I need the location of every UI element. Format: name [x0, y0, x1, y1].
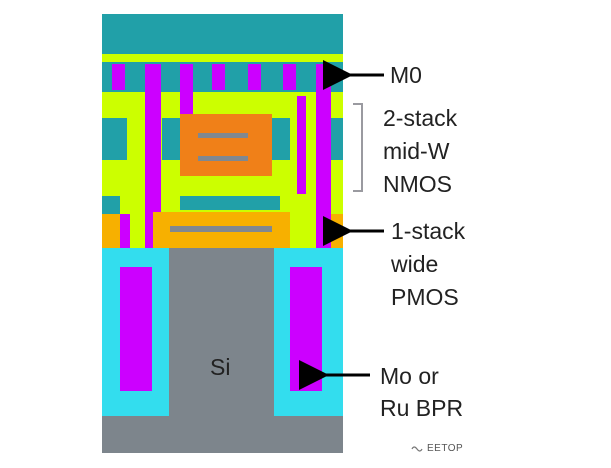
- nmos-bracket: [353, 103, 363, 192]
- m0-finger-5: [283, 64, 296, 90]
- nmos-label-line-1: 2-stack: [383, 105, 458, 131]
- pmos-label-line-3: PMOS: [391, 284, 459, 310]
- bpr-label-line-2: Ru BPR: [380, 395, 464, 421]
- nmos-teal-inner-left: [162, 118, 180, 160]
- right-vertical-contact-overlay: [316, 214, 331, 248]
- bpr-label-line-1: Mo or: [380, 363, 439, 389]
- m0-finger-2: [180, 64, 193, 114]
- nmos-label-line-3: NMOS: [383, 171, 452, 197]
- pmos-label-line-1: 1-stack: [391, 218, 466, 244]
- nmos-teal-inner-right: [272, 118, 290, 160]
- lower-teal-mid: [180, 196, 280, 210]
- lower-teal-left: [102, 196, 120, 214]
- left-outer-contact-overlay: [120, 214, 130, 248]
- nmos-gate-block: [180, 114, 272, 176]
- bpr-right-metal: [290, 267, 322, 391]
- pmos-label-line-2: wide: [391, 251, 439, 277]
- bpr-left-metal: [120, 267, 152, 391]
- m0-label: M0: [390, 62, 422, 88]
- top-cap-layer: [102, 14, 343, 54]
- right-vertical-contact: [316, 64, 331, 247]
- pmos-right-orange: [331, 214, 343, 248]
- m0-finger-4: [248, 64, 261, 90]
- pmos-left-orange: [102, 214, 120, 248]
- pmos-channel: [170, 226, 272, 232]
- upper-right-contact: [297, 96, 306, 194]
- nmos-channel-2: [198, 156, 248, 161]
- nmos-label-line-2: mid-W: [383, 138, 450, 164]
- nmos-channel-1: [198, 133, 248, 138]
- watermark-icon: [411, 446, 423, 452]
- m0-finger-1: [112, 64, 125, 90]
- m0-finger-3: [212, 64, 225, 90]
- watermark-text: EETOP: [427, 443, 464, 454]
- nmos-teal-left: [102, 118, 127, 160]
- si-label: Si: [210, 354, 231, 380]
- left-vertical-contact: [145, 64, 161, 247]
